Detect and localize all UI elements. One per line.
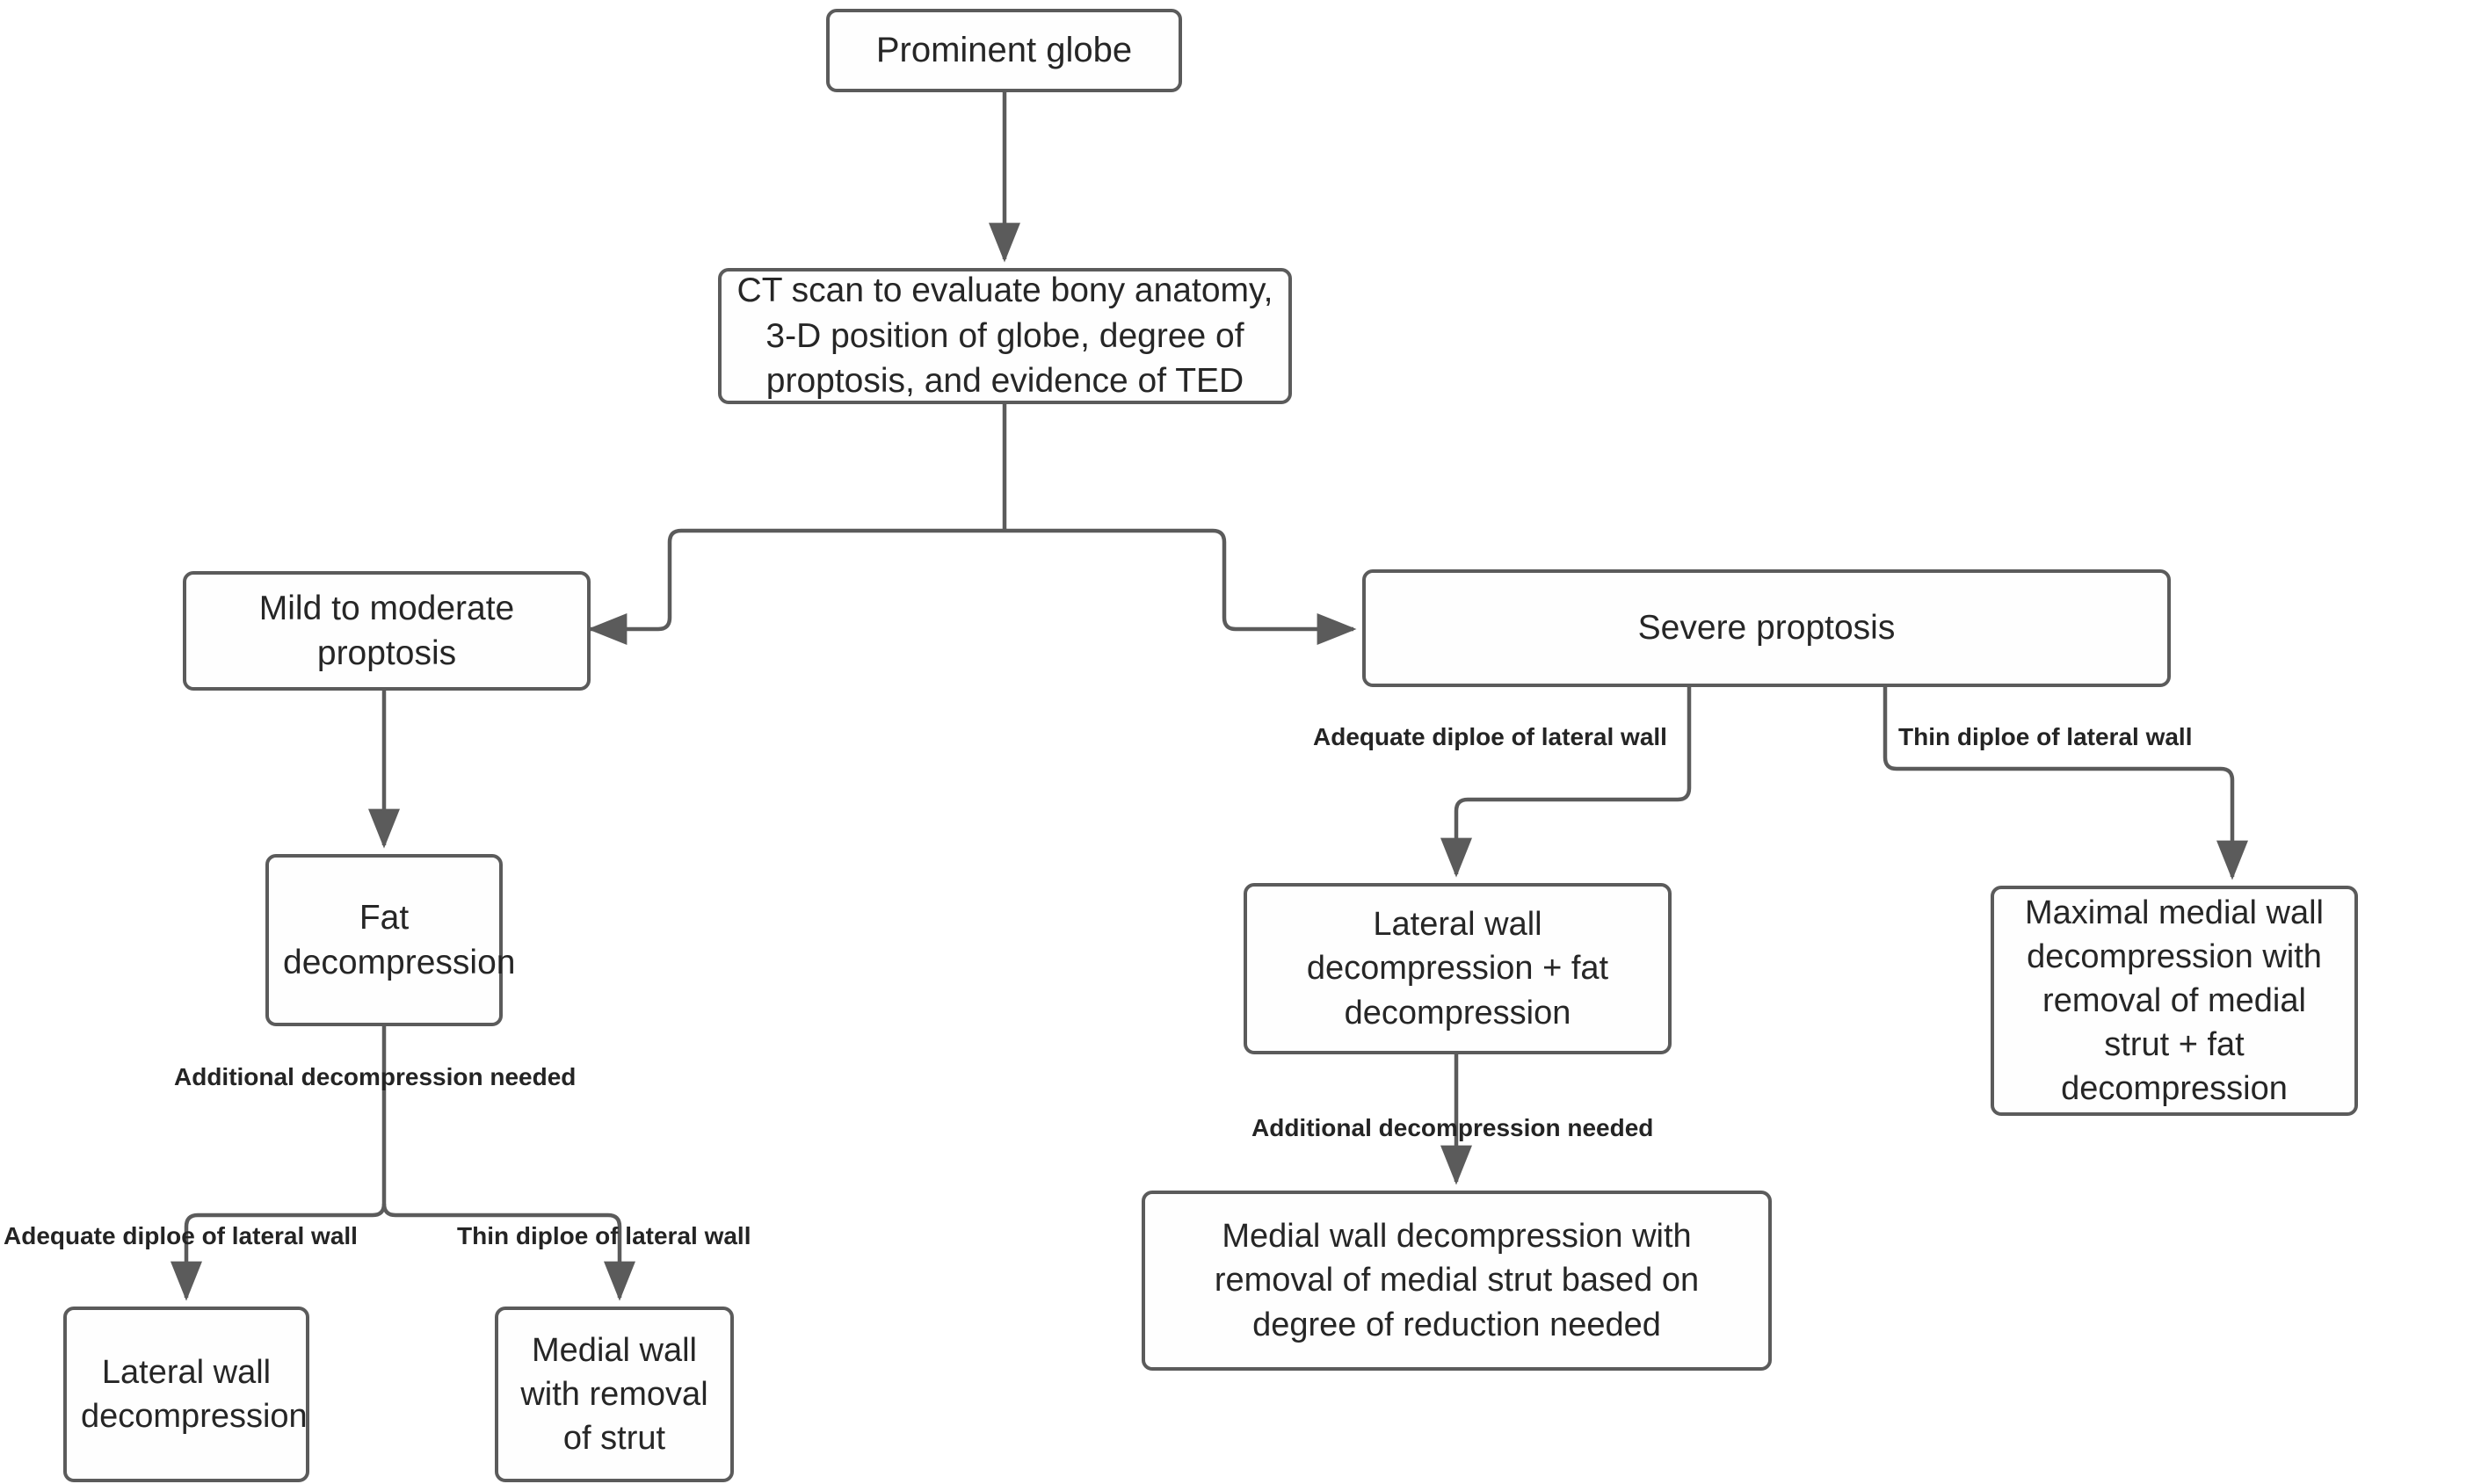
- node-medial-wall-removal-strut-label: Medial wall with removal of strut: [520, 1331, 708, 1458]
- edge-label-fat-thin-diploe-text: Thin diploe of lateral wall: [457, 1222, 751, 1249]
- edge-severe-to-maximal: [1883, 687, 2248, 880]
- edge-label-fat-adequate-diploe-text: Adequate diploe of lateral wall: [4, 1222, 358, 1249]
- edge-label-lateralfat-additional-decompression: Additional decompression needed: [1251, 1116, 1653, 1140]
- node-lateral-wall-decompression[interactable]: Lateral wall decompression: [63, 1307, 309, 1482]
- edge-severe-to-lateralfat: [1440, 687, 1692, 878]
- node-lateral-wall-fat-decompression[interactable]: Lateral wall decompression + fat decompr…: [1244, 883, 1672, 1054]
- edge-fat-to-medialwall: [381, 1203, 635, 1301]
- node-ct-scan[interactable]: CT scan to evaluate bony anatomy, 3-D po…: [718, 268, 1292, 404]
- edge-ct-to-severe: [1005, 528, 1357, 645]
- edge-fat-to-lateralwall: [170, 1203, 387, 1301]
- edge-label-fat-adequate-diploe: Adequate diploe of lateral wall: [4, 1224, 358, 1249]
- node-fat-decompression-label: Fat decompression: [283, 898, 516, 981]
- node-lateral-wall-decompression-label: Lateral wall decompression: [81, 1353, 308, 1435]
- node-medial-wall-degree-reduction[interactable]: Medial wall decompression with removal o…: [1142, 1191, 1772, 1371]
- edge-label-lateralfat-additional-decompression-text: Additional decompression needed: [1251, 1114, 1654, 1141]
- node-medial-wall-removal-strut[interactable]: Medial wall with removal of strut: [495, 1307, 734, 1482]
- edge-label-fat-additional-decompression: Additional decompression needed: [174, 1065, 576, 1089]
- node-fat-decompression[interactable]: Fat decompression: [265, 854, 516, 1026]
- edge-label-severe-adequate-diploe-text: Adequate diploe of lateral wall: [1313, 723, 1667, 750]
- node-prominent-globe-label: Prominent globe: [875, 31, 1133, 70]
- edge-label-severe-thin-diploe-text: Thin diploe of lateral wall: [1898, 723, 2193, 750]
- edge-ct-to-mild: [587, 528, 1005, 645]
- edge-label-fat-additional-decompression-text: Additional decompression needed: [174, 1063, 577, 1090]
- node-medial-wall-degree-reduction-label: Medial wall decompression with removal o…: [1214, 1218, 1700, 1343]
- node-mild-moderate-proptosis[interactable]: Mild to moderate proptosis: [183, 571, 591, 691]
- edge-label-severe-adequate-diploe: Adequate diploe of lateral wall: [1313, 725, 1667, 749]
- node-ct-scan-label: CT scan to evaluate bony anatomy, 3-D po…: [736, 271, 1273, 401]
- node-maximal-medial-wall-label: Maximal medial wall decompression with r…: [2025, 894, 2324, 1108]
- node-lateral-wall-fat-decompression-label: Lateral wall decompression + fat decompr…: [1306, 906, 1609, 1032]
- node-mild-moderate-proptosis-label: Mild to moderate proptosis: [258, 589, 515, 672]
- edge-label-fat-thin-diploe: Thin diploe of lateral wall: [457, 1224, 751, 1249]
- node-severe-proptosis[interactable]: Severe proptosis: [1362, 569, 2171, 687]
- node-maximal-medial-wall[interactable]: Maximal medial wall decompression with r…: [1991, 886, 2358, 1116]
- edge-label-severe-thin-diploe: Thin diploe of lateral wall: [1898, 725, 2192, 749]
- node-severe-proptosis-label: Severe proptosis: [1637, 609, 1896, 648]
- node-prominent-globe[interactable]: Prominent globe: [826, 9, 1182, 92]
